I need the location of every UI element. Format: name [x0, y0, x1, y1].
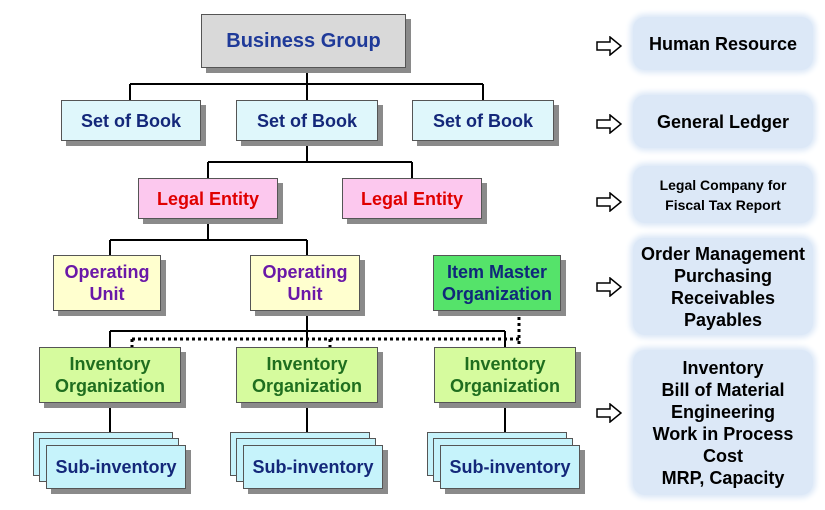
inventory-organization-box-2: Inventory Organization — [236, 347, 378, 403]
set-of-book-label: Set of Book — [80, 110, 181, 131]
panel-label: General Ledger — [656, 111, 790, 132]
operating-unit-label: Operating Unit — [262, 262, 348, 304]
panel-line: Cost — [703, 445, 743, 466]
legal-entity-label: Legal Entity — [156, 188, 259, 209]
operating-unit-label: Operating Unit — [64, 262, 150, 304]
inventory-organization-label: Inventory Organization — [449, 354, 560, 396]
inventory-organization-box-1: Inventory Organization — [39, 347, 181, 403]
arrow-right-icon — [596, 36, 622, 56]
inventory-organization-box-3: Inventory Organization — [434, 347, 576, 403]
sub-inventory-box-1: Sub-inventory — [46, 445, 186, 489]
arrow-right-icon — [596, 114, 622, 134]
inventory-organization-label: Inventory Organization — [251, 354, 362, 396]
operating-unit-box-1: Operating Unit — [53, 255, 161, 311]
arrow-right-icon — [596, 403, 622, 423]
legal-entity-box-2: Legal Entity — [342, 178, 482, 219]
panel-line: Inventory — [682, 357, 764, 378]
sub-inventory-label: Sub-inventory — [252, 457, 374, 477]
business-group-box: Business Group — [201, 14, 406, 68]
panel-label: Human Resource — [648, 33, 798, 54]
inventory-panel: Inventory Bill of Material Engineering W… — [633, 350, 813, 495]
set-of-book-box-1: Set of Book — [61, 100, 201, 141]
sub-inventory-box-2: Sub-inventory — [243, 445, 383, 489]
panel-line: Purchasing — [673, 265, 773, 286]
arrow-right-icon — [596, 277, 622, 297]
human-resource-panel: Human Resource — [633, 17, 813, 70]
general-ledger-panel: General Ledger — [633, 95, 813, 148]
inventory-organization-label: Inventory Organization — [54, 354, 165, 396]
panel-line: Work in Process — [652, 423, 794, 444]
item-master-organization-box: Item Master Organization — [433, 255, 561, 311]
panel-line: MRP, Capacity — [661, 467, 785, 488]
legal-company-panel: Legal Company for Fiscal Tax Report — [633, 166, 813, 223]
legal-entity-box-1: Legal Entity — [138, 178, 278, 219]
legal-entity-label: Legal Entity — [360, 188, 463, 209]
panel-line: Fiscal Tax Report — [665, 196, 781, 213]
set-of-book-label: Set of Book — [432, 110, 533, 131]
panel-line: Engineering — [670, 401, 775, 422]
panel-line: Receivables — [670, 287, 776, 308]
panel-line: Legal Company for — [659, 176, 787, 193]
panel-line: Payables — [683, 309, 763, 330]
set-of-book-box-2: Set of Book — [236, 100, 378, 141]
business-group-label: Business Group — [226, 30, 381, 52]
set-of-book-box-3: Set of Book — [412, 100, 554, 141]
panel-line: Order Management — [640, 243, 806, 264]
item-master-label: Item Master Organization — [441, 262, 552, 304]
set-of-book-label: Set of Book — [256, 110, 357, 131]
operating-unit-box-2: Operating Unit — [250, 255, 360, 311]
order-management-panel: Order Management Purchasing Receivables … — [633, 238, 813, 335]
arrow-right-icon — [596, 192, 622, 212]
panel-line: Bill of Material — [661, 379, 785, 400]
sub-inventory-box-3: Sub-inventory — [440, 445, 580, 489]
sub-inventory-label: Sub-inventory — [55, 457, 177, 477]
sub-inventory-label: Sub-inventory — [449, 457, 571, 477]
